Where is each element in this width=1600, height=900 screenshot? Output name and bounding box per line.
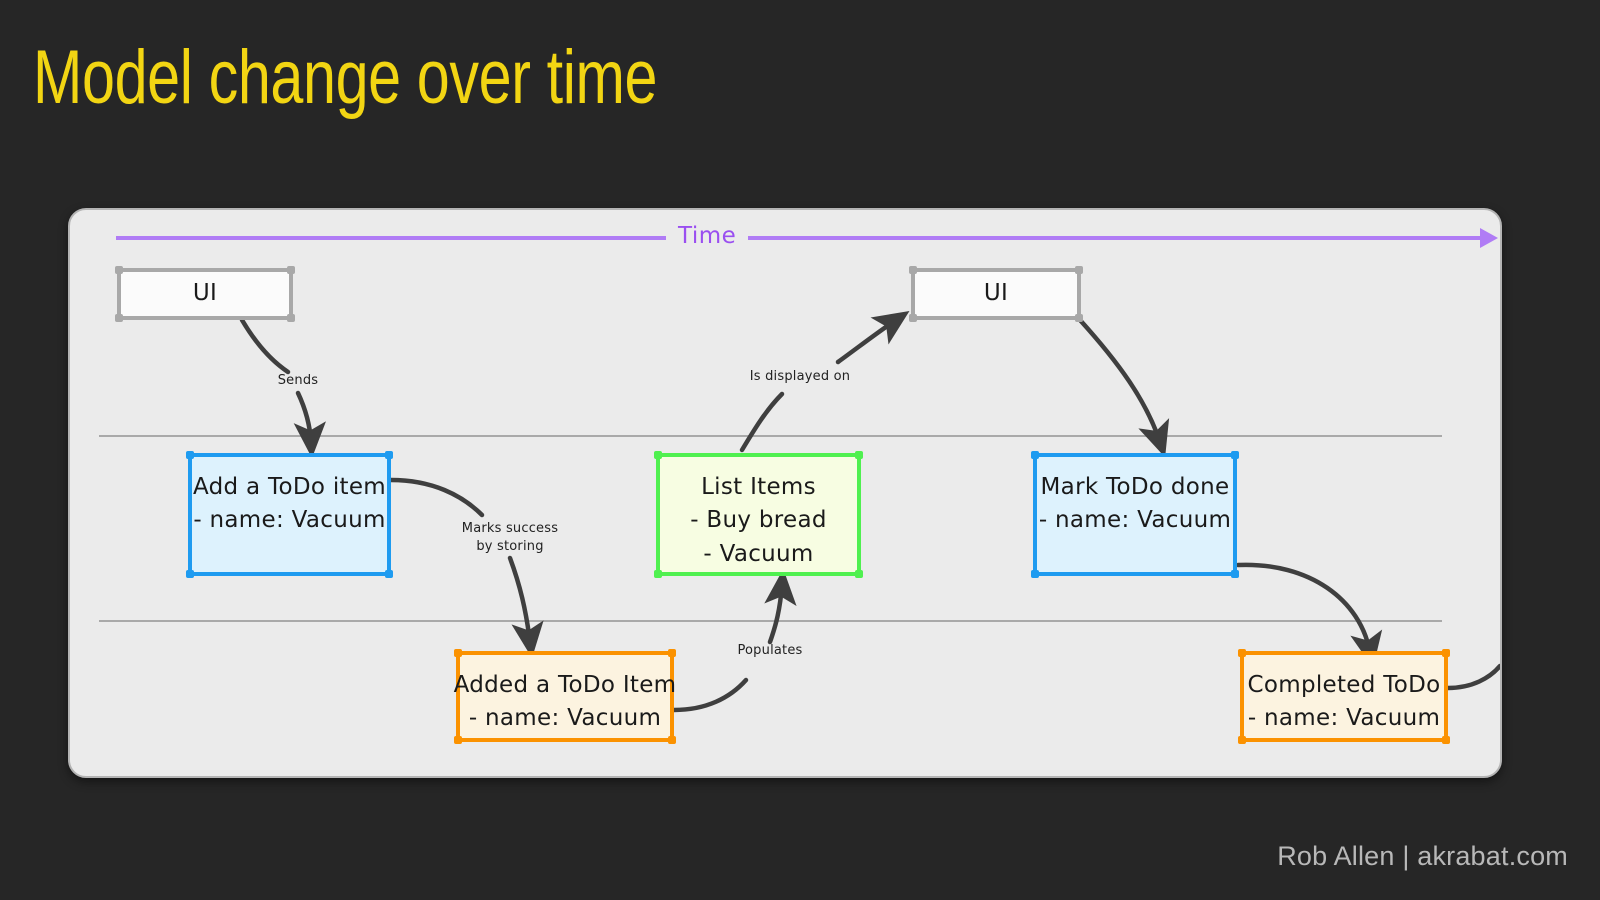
resize-handle-top-left[interactable]: [186, 451, 194, 459]
node-line: UI: [192, 280, 218, 307]
node-ui-left[interactable]: UI: [115, 266, 295, 322]
swimlane-divider-bottom: [99, 620, 1442, 622]
edge-label-line: Marks success: [461, 521, 559, 536]
node-completed-todo-event[interactable]: Completed ToDo - name: Vacuum: [1238, 649, 1450, 744]
resize-handle-bottom-left[interactable]: [909, 314, 917, 322]
resize-handle-bottom-right[interactable]: [1075, 314, 1083, 322]
resize-handle-bottom-right[interactable]: [668, 736, 676, 744]
node-line: - name: Vacuum: [1247, 705, 1441, 732]
node-line: - name: Vacuum: [468, 705, 662, 732]
resize-handle-bottom-left[interactable]: [454, 736, 462, 744]
swimlane-divider-top: [99, 435, 1442, 437]
resize-handle-bottom-right[interactable]: [855, 570, 863, 578]
edge-label-is-displayed-on: Is displayed on: [740, 368, 860, 386]
resize-handle-top-right[interactable]: [855, 451, 863, 459]
resize-handle-top-left[interactable]: [1238, 649, 1246, 657]
node-line: - Buy bread: [690, 507, 827, 534]
diagram-canvas: Time: [70, 210, 1500, 776]
footer-attribution: Rob Allen | akrabat.com: [1277, 841, 1568, 871]
edge-label-line: by storing: [476, 538, 544, 554]
edge-label-line: Sends: [277, 373, 319, 388]
edge-label-populates: Populates: [720, 642, 820, 660]
node-line: Added a ToDo Item: [453, 672, 677, 698]
node-line: - Vacuum: [703, 540, 814, 567]
node-added-todo-event[interactable]: Added a ToDo Item - name: Vacuum: [453, 649, 677, 744]
edge-label-line: Populates: [737, 643, 803, 658]
resize-handle-bottom-left[interactable]: [654, 570, 662, 578]
resize-handle-top-left[interactable]: [454, 649, 462, 657]
resize-handle-top-right[interactable]: [1075, 266, 1083, 274]
resize-handle-bottom-right[interactable]: [1442, 736, 1450, 744]
edge-label-sends: Sends: [266, 372, 330, 390]
node-list-items-view[interactable]: List Items - Buy bread - Vacuum: [654, 451, 863, 578]
resize-handle-bottom-left[interactable]: [1031, 570, 1039, 578]
node-line: List Items: [701, 474, 816, 500]
node-line: - name: Vacuum: [1038, 507, 1232, 534]
node-line: Completed ToDo: [1247, 672, 1441, 698]
node-line: - name: Vacuum: [193, 507, 386, 534]
resize-handle-top-right[interactable]: [668, 649, 676, 657]
resize-handle-top-left[interactable]: [909, 266, 917, 274]
resize-handle-bottom-left[interactable]: [1238, 736, 1246, 744]
resize-handle-bottom-right[interactable]: [1231, 570, 1239, 578]
node-line: UI: [983, 280, 1009, 307]
resize-handle-bottom-left[interactable]: [186, 570, 194, 578]
resize-handle-top-right[interactable]: [385, 451, 393, 459]
resize-handle-bottom-right[interactable]: [287, 314, 295, 322]
resize-handle-bottom-right[interactable]: [385, 570, 393, 578]
node-line: Add a ToDo item: [192, 474, 386, 500]
resize-handle-top-right[interactable]: [287, 266, 295, 274]
edge-label-marks-success: Marks success by storing: [447, 520, 573, 555]
resize-handle-bottom-left[interactable]: [115, 314, 123, 322]
resize-handle-top-right[interactable]: [1442, 649, 1450, 657]
node-add-todo-command[interactable]: Add a ToDo item - name: Vacuum: [186, 451, 393, 578]
resize-handle-top-right[interactable]: [1231, 451, 1239, 459]
node-ui-right[interactable]: UI: [909, 266, 1083, 322]
edge-label-line: Is displayed on: [749, 369, 851, 384]
diagram-panel: Time: [68, 208, 1502, 778]
page-title: Model change over time: [33, 35, 658, 120]
resize-handle-top-left[interactable]: [654, 451, 662, 459]
resize-handle-top-left[interactable]: [1031, 451, 1039, 459]
node-mark-todo-done-command[interactable]: Mark ToDo done - name: Vacuum: [1031, 451, 1239, 578]
time-axis-label: Time: [666, 223, 749, 249]
node-line: Mark ToDo done: [1040, 474, 1230, 500]
resize-handle-top-left[interactable]: [115, 266, 123, 274]
